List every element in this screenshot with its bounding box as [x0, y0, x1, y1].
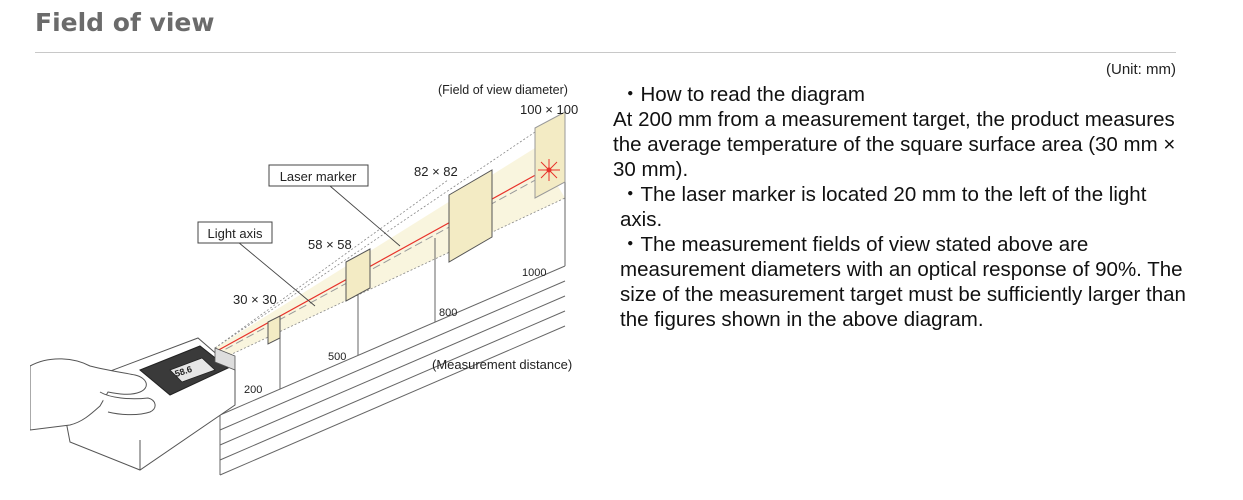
fov-square-500: [345, 248, 371, 302]
distance-label: 500: [328, 351, 346, 363]
hand-icon: [30, 358, 156, 431]
laser-spot-icon: [538, 159, 560, 181]
distance-label: 800: [439, 307, 457, 319]
fov-size-label: 100 × 100: [520, 102, 578, 117]
page-title: Field of view: [35, 8, 215, 37]
description-panel: ・How to read the diagram At 200 mm from …: [613, 82, 1193, 332]
axis-label-leader: [237, 241, 316, 307]
distance-heading: (Measurement distance): [432, 357, 572, 372]
fov-square-800: [448, 169, 493, 263]
distance-label: 200: [244, 384, 262, 396]
fov-squares: [267, 111, 566, 345]
description-line: At 200 mm from a measurement target, the…: [613, 108, 1176, 181]
fov-heading: (Field of view diameter): [438, 83, 568, 97]
fov-square-200: [267, 315, 281, 345]
title-divider: [35, 52, 1176, 53]
fov-size-label: 30 × 30: [233, 292, 277, 307]
laser-label-leader: [329, 185, 401, 247]
distance-label: 1000: [522, 267, 546, 279]
laser-label: Laser marker: [280, 169, 357, 184]
fov-square-1000: [534, 111, 566, 199]
description-bullet: ・The laser marker is located 20 mm to th…: [620, 183, 1147, 231]
distance-rails: [219, 170, 566, 476]
fov-size-label: 82 × 82: [414, 164, 458, 179]
axis-label-box: [197, 221, 273, 244]
description-heading: ・How to read the diagram: [620, 83, 865, 106]
description-bullet: ・The measurement fields of view stated a…: [620, 233, 1186, 331]
axis-label: Light axis: [208, 226, 263, 241]
fov-size-label: 58 × 58: [308, 237, 352, 252]
unit-note: (Unit: mm): [1106, 61, 1176, 78]
laser-label-box: [268, 164, 369, 187]
field-of-view-diagram: Laser marker Light axis (Field of view d…: [30, 83, 578, 476]
